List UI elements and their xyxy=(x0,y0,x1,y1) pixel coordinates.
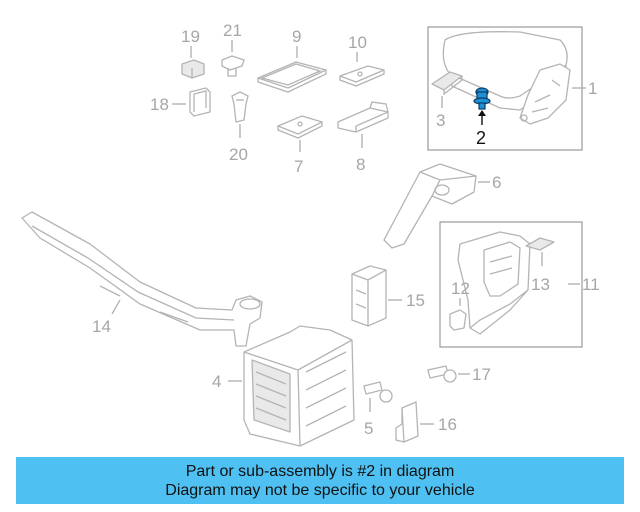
callout-8: 8 xyxy=(356,155,365,174)
callout-12: 12 xyxy=(451,279,470,298)
info-banner: Part or sub-assembly is #2 in diagram Di… xyxy=(16,457,624,504)
callout-13: 13 xyxy=(531,275,550,294)
bracket-part-16[interactable] xyxy=(395,401,419,443)
panel-part-11[interactable] xyxy=(457,231,531,335)
callout-3: 3 xyxy=(436,111,445,130)
pad-part-3[interactable] xyxy=(431,71,463,96)
callout-20: 20 xyxy=(229,145,248,164)
callout-1: 1 xyxy=(588,79,597,98)
callout-15: 15 xyxy=(406,291,425,310)
bolt-part-17[interactable] xyxy=(427,365,457,383)
banner-line-2: Diagram may not be specific to your vehi… xyxy=(165,481,475,499)
callout-4: 4 xyxy=(212,372,221,391)
callout-7: 7 xyxy=(294,157,303,176)
callout-17: 17 xyxy=(472,365,491,384)
callout-18: 18 xyxy=(150,95,169,114)
callout-5: 5 xyxy=(364,419,373,438)
bracket-part-7[interactable] xyxy=(277,115,323,139)
clip-part-21[interactable] xyxy=(221,55,245,77)
callout-2: 2 xyxy=(476,128,486,148)
callout-9: 9 xyxy=(292,27,301,46)
tray-part-9[interactable] xyxy=(257,61,327,93)
group-box-11 xyxy=(439,221,583,348)
duct-part-15[interactable] xyxy=(351,265,387,327)
console-base-part-4[interactable] xyxy=(243,325,355,447)
callout-11: 11 xyxy=(582,275,600,294)
trim-part-13[interactable] xyxy=(525,237,555,251)
callout-21: 21 xyxy=(223,21,242,40)
duct-part-14[interactable] xyxy=(21,211,263,347)
callout-16: 16 xyxy=(438,415,457,434)
callout-19: 19 xyxy=(181,27,200,46)
clip-part-19[interactable] xyxy=(181,59,205,79)
socket-part-18[interactable] xyxy=(189,87,211,117)
clip-part-2-highlighted[interactable] xyxy=(473,87,491,110)
callout-14: 14 xyxy=(92,317,111,336)
armrest-lid-part-1[interactable] xyxy=(442,31,571,125)
bracket-part-6[interactable] xyxy=(383,163,477,249)
clip-part-12[interactable] xyxy=(449,309,467,331)
bracket-part-8[interactable] xyxy=(337,101,389,133)
screw-part-5[interactable] xyxy=(363,381,393,403)
parts-diagram: 1 3 2 19 21 9 10 18 xyxy=(21,21,600,447)
banner-line-1: Part or sub-assembly is #2 in diagram xyxy=(185,462,455,480)
retainer-part-20[interactable] xyxy=(231,91,249,123)
cover-part-10[interactable] xyxy=(339,65,385,87)
callout-6: 6 xyxy=(492,173,501,192)
callout-10: 10 xyxy=(348,33,367,52)
